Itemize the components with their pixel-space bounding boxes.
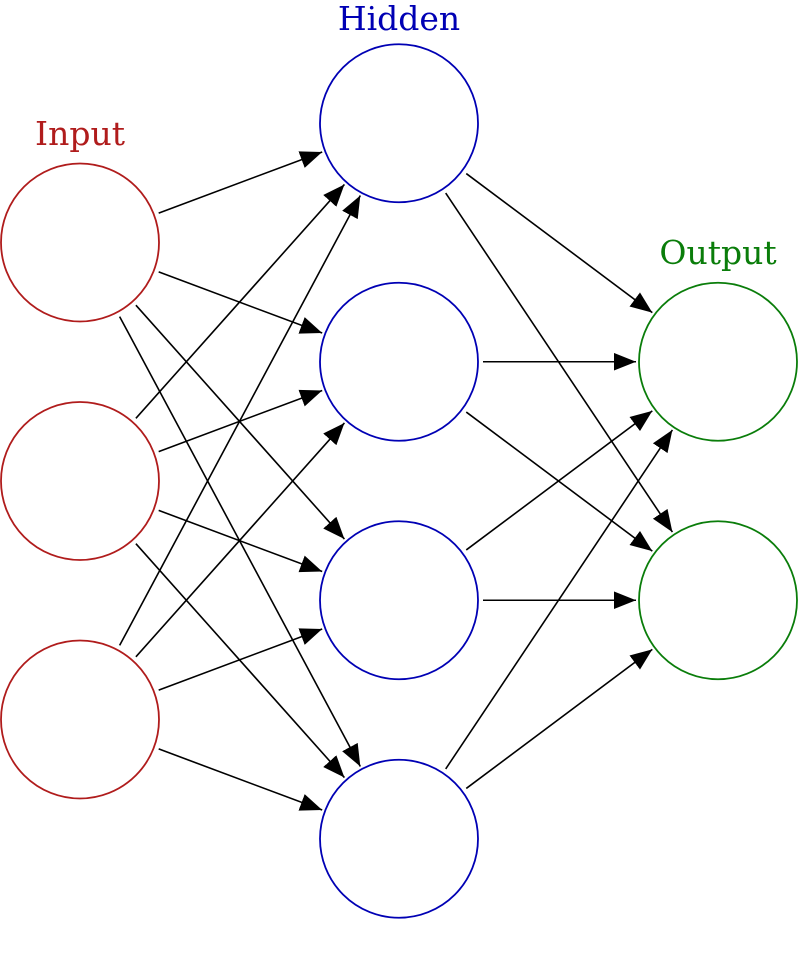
connection-input-2-to-hidden-4: [135, 543, 346, 779]
input-node-1: [0, 162, 160, 323]
connection-input-3-to-hidden-4: [158, 748, 323, 811]
input-node-2: [0, 401, 160, 561]
connection-hidden-3-to-output-1: [465, 410, 653, 551]
hidden-node-3: [319, 520, 479, 681]
connections: [118, 151, 674, 811]
input-node-3: [0, 639, 160, 800]
hidden-node-1: [319, 43, 479, 204]
connection-input-3-to-hidden-2: [135, 422, 346, 658]
connection-input-1-to-hidden-3: [135, 304, 346, 540]
connection-hidden-1-to-output-2: [445, 192, 674, 533]
output-layer-label: Output: [659, 233, 776, 272]
connection-hidden-2-to-output-2: [465, 411, 653, 552]
connection-hidden-1-to-output-1: [465, 172, 653, 314]
connection-input-3-to-hidden-1: [118, 195, 362, 646]
connection-input-1-to-hidden-1: [158, 151, 323, 214]
nodes: [0, 43, 798, 919]
connection-input-3-to-hidden-3: [158, 628, 323, 691]
connection-hidden-4-to-output-2: [465, 648, 653, 790]
connection-hidden-4-to-output-1: [445, 429, 674, 770]
connection-input-1-to-hidden-2: [158, 271, 323, 334]
output-node-1: [638, 281, 798, 442]
hidden-node-4: [319, 758, 479, 919]
connection-input-2-to-hidden-3: [158, 509, 323, 573]
connection-input-2-to-hidden-1: [135, 183, 346, 419]
hidden-layer-label: Hidden: [338, 0, 460, 38]
input-layer-label: Input: [35, 114, 125, 153]
hidden-node-2: [319, 281, 479, 442]
output-node-2: [638, 520, 798, 681]
